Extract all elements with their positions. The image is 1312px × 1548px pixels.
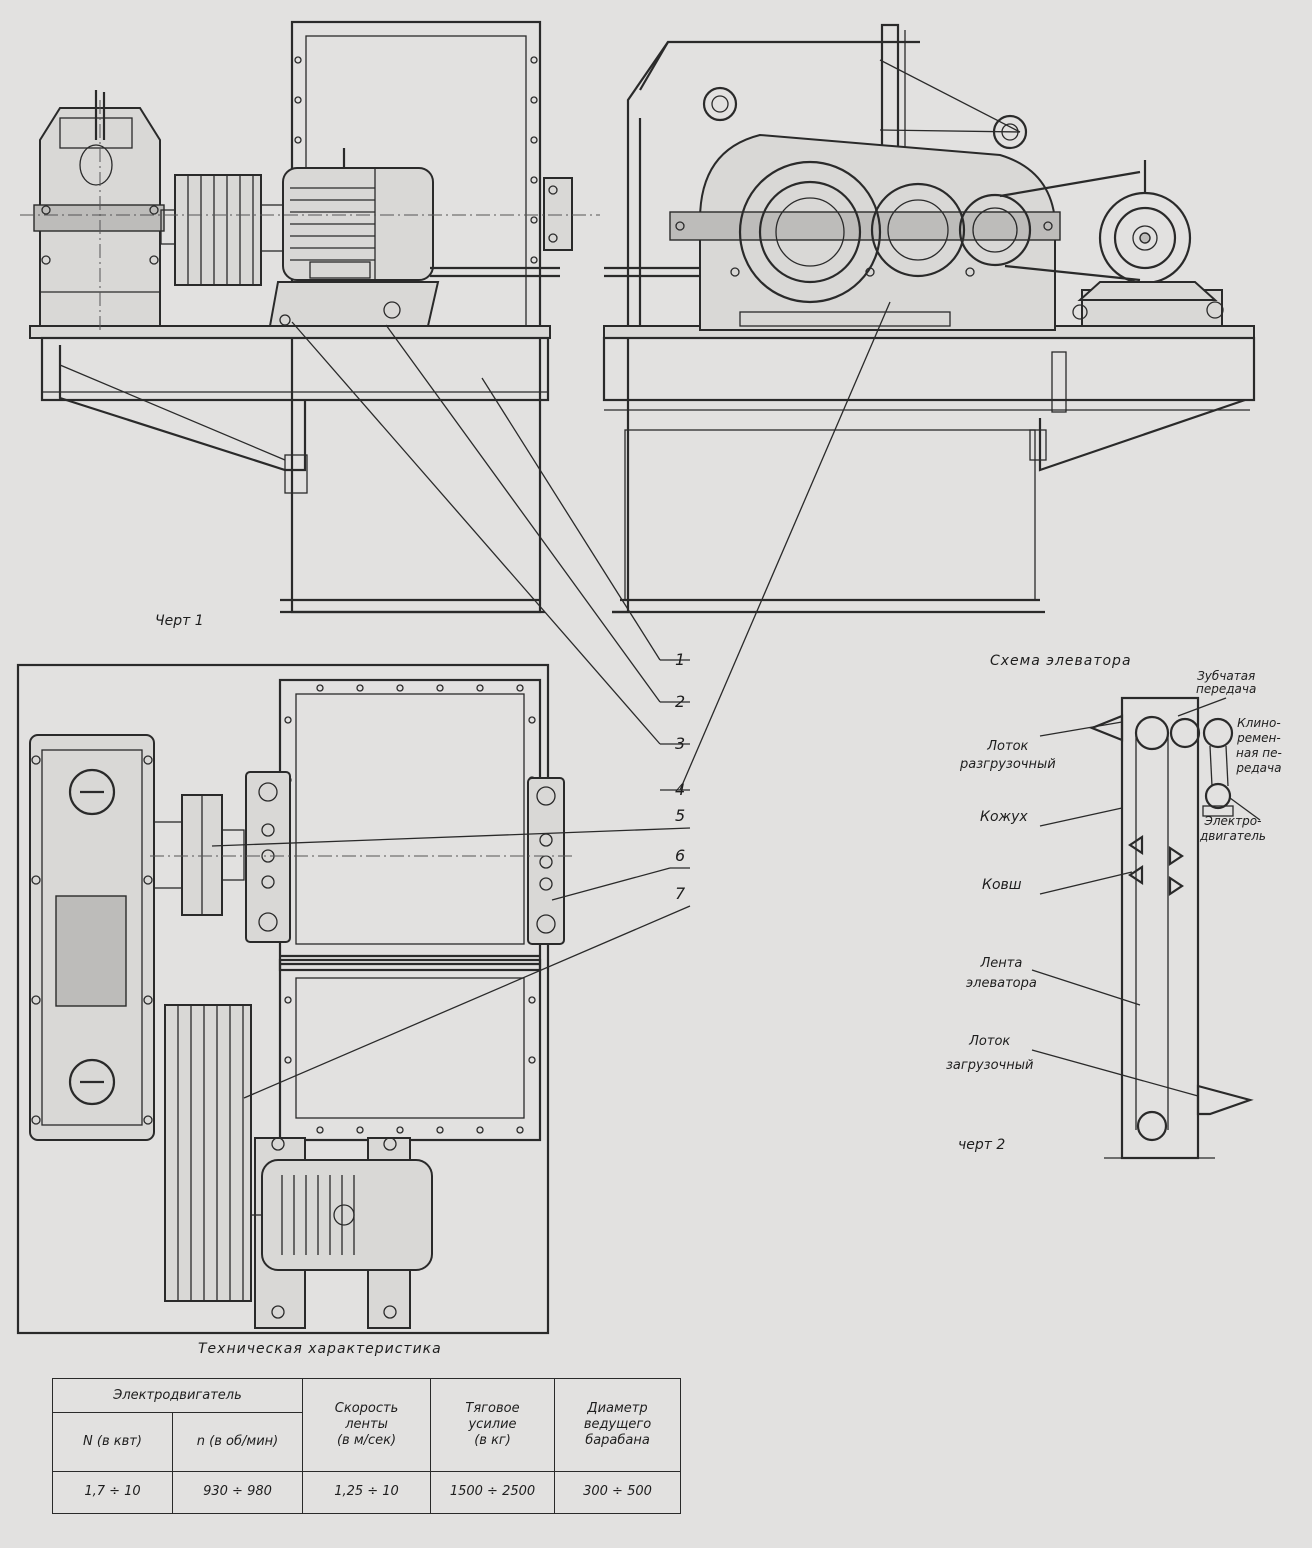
label-unloading-chute: Лоток разгрузочный: [960, 739, 1056, 772]
callout-leaders-top: [291, 301, 891, 791]
label-casing: Кожух: [980, 809, 1028, 825]
callout-4: 4: [675, 780, 686, 799]
specs-val-power: 1,7 ÷ 10: [52, 1470, 173, 1515]
specs-title: Техническая характеристика: [198, 1341, 442, 1357]
label-gear-drive: Зубчатая передача: [1196, 669, 1257, 696]
callout-6: 6: [675, 846, 686, 865]
plan-view: [16, 663, 575, 1335]
callout-1: 1: [675, 650, 686, 669]
front-view: [20, 20, 600, 614]
elevator-schema: [1031, 696, 1261, 1160]
callout-5: 5: [675, 806, 686, 825]
label-loading-chute: Лоток загрузочный: [946, 1034, 1034, 1073]
specs-col-power: N (в квт): [52, 1412, 173, 1472]
specs-val-rpm: 930 ÷ 980: [171, 1470, 304, 1515]
callout-leaders-bottom: [211, 827, 691, 1099]
specs-motor-header: Электродвигатель: [51, 1377, 304, 1414]
specs-col-speed: Скорость ленты (в м/сек): [302, 1378, 432, 1472]
specs-val-force: 1500 ÷ 2500: [430, 1470, 556, 1515]
schema-title: Схема элеватора: [990, 653, 1132, 669]
side-view: [602, 23, 1256, 614]
callout-7: 7: [675, 884, 686, 903]
drawing1-caption: Черт 1: [155, 613, 204, 629]
specs-col-rpm: n (в об/мин): [171, 1412, 304, 1472]
schema-caption: черт 2: [958, 1137, 1006, 1153]
callout-3: 3: [675, 734, 686, 753]
specs-val-diameter: 300 ÷ 500: [554, 1470, 682, 1515]
label-motor: Электро- двигатель: [1200, 814, 1266, 843]
label-vbelt-drive: Клино- ремен- ная пе- редача: [1236, 716, 1282, 775]
specs-table: Электродвигатель Скорость ленты (в м/сек…: [51, 1377, 682, 1515]
specs-val-speed: 1,25 ÷ 10: [302, 1470, 432, 1515]
label-belt: Лента элеватора: [966, 956, 1037, 991]
specs-col-diameter: Диаметр ведущего барабана: [554, 1378, 682, 1472]
specs-col-force: Тяговое усилие (в кг): [430, 1378, 556, 1472]
callout-2: 2: [675, 692, 686, 711]
label-bucket: Ковш: [982, 877, 1022, 893]
